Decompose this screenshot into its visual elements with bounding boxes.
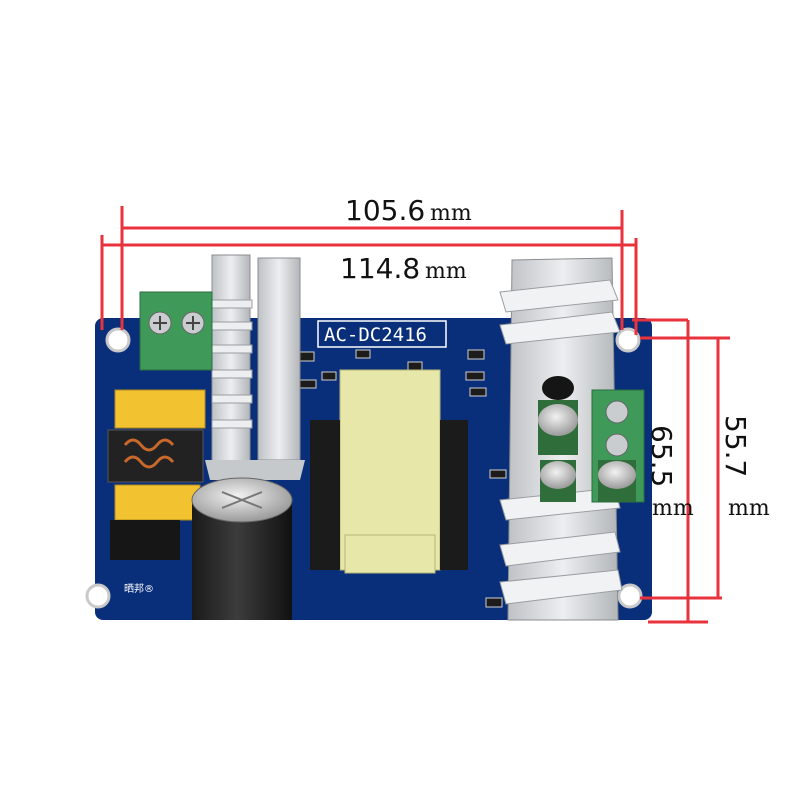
dim-label-105: 105.6 mm	[345, 194, 472, 227]
left-heatsink	[205, 254, 305, 480]
maker-mark: 晒邦®	[124, 582, 154, 595]
svg-text:114.8: 114.8	[340, 252, 420, 285]
svg-text:55.7: 55.7	[719, 415, 752, 477]
mounting-hole	[85, 583, 111, 609]
main-electrolytic-capacitor	[191, 477, 293, 620]
svg-text:mm: mm	[425, 259, 467, 284]
bridge-rectifier	[110, 520, 180, 560]
svg-text:mm: mm	[430, 201, 472, 226]
smd-components	[297, 349, 507, 608]
mounting-hole	[105, 327, 131, 353]
dim-label-65: 65.5 mm	[645, 425, 694, 521]
dim-label-114: 114.8 mm	[340, 252, 467, 285]
svg-text:105.6: 105.6	[345, 194, 425, 227]
svg-text:mm: mm	[728, 496, 770, 521]
dim-label-55: 55.7 mm	[719, 415, 770, 521]
model-label: AC-DC2416	[324, 324, 427, 346]
model-label-box	[317, 320, 447, 348]
input-terminal-block	[139, 291, 213, 371]
transformer	[310, 369, 468, 574]
svg-text:mm: mm	[652, 496, 694, 521]
common-mode-choke	[107, 429, 204, 483]
svg-text:65.5: 65.5	[645, 425, 678, 487]
output-capacitors	[538, 376, 636, 502]
dimension-lines	[100, 206, 730, 624]
mounting-hole	[617, 583, 643, 609]
mounting-hole	[615, 327, 641, 353]
